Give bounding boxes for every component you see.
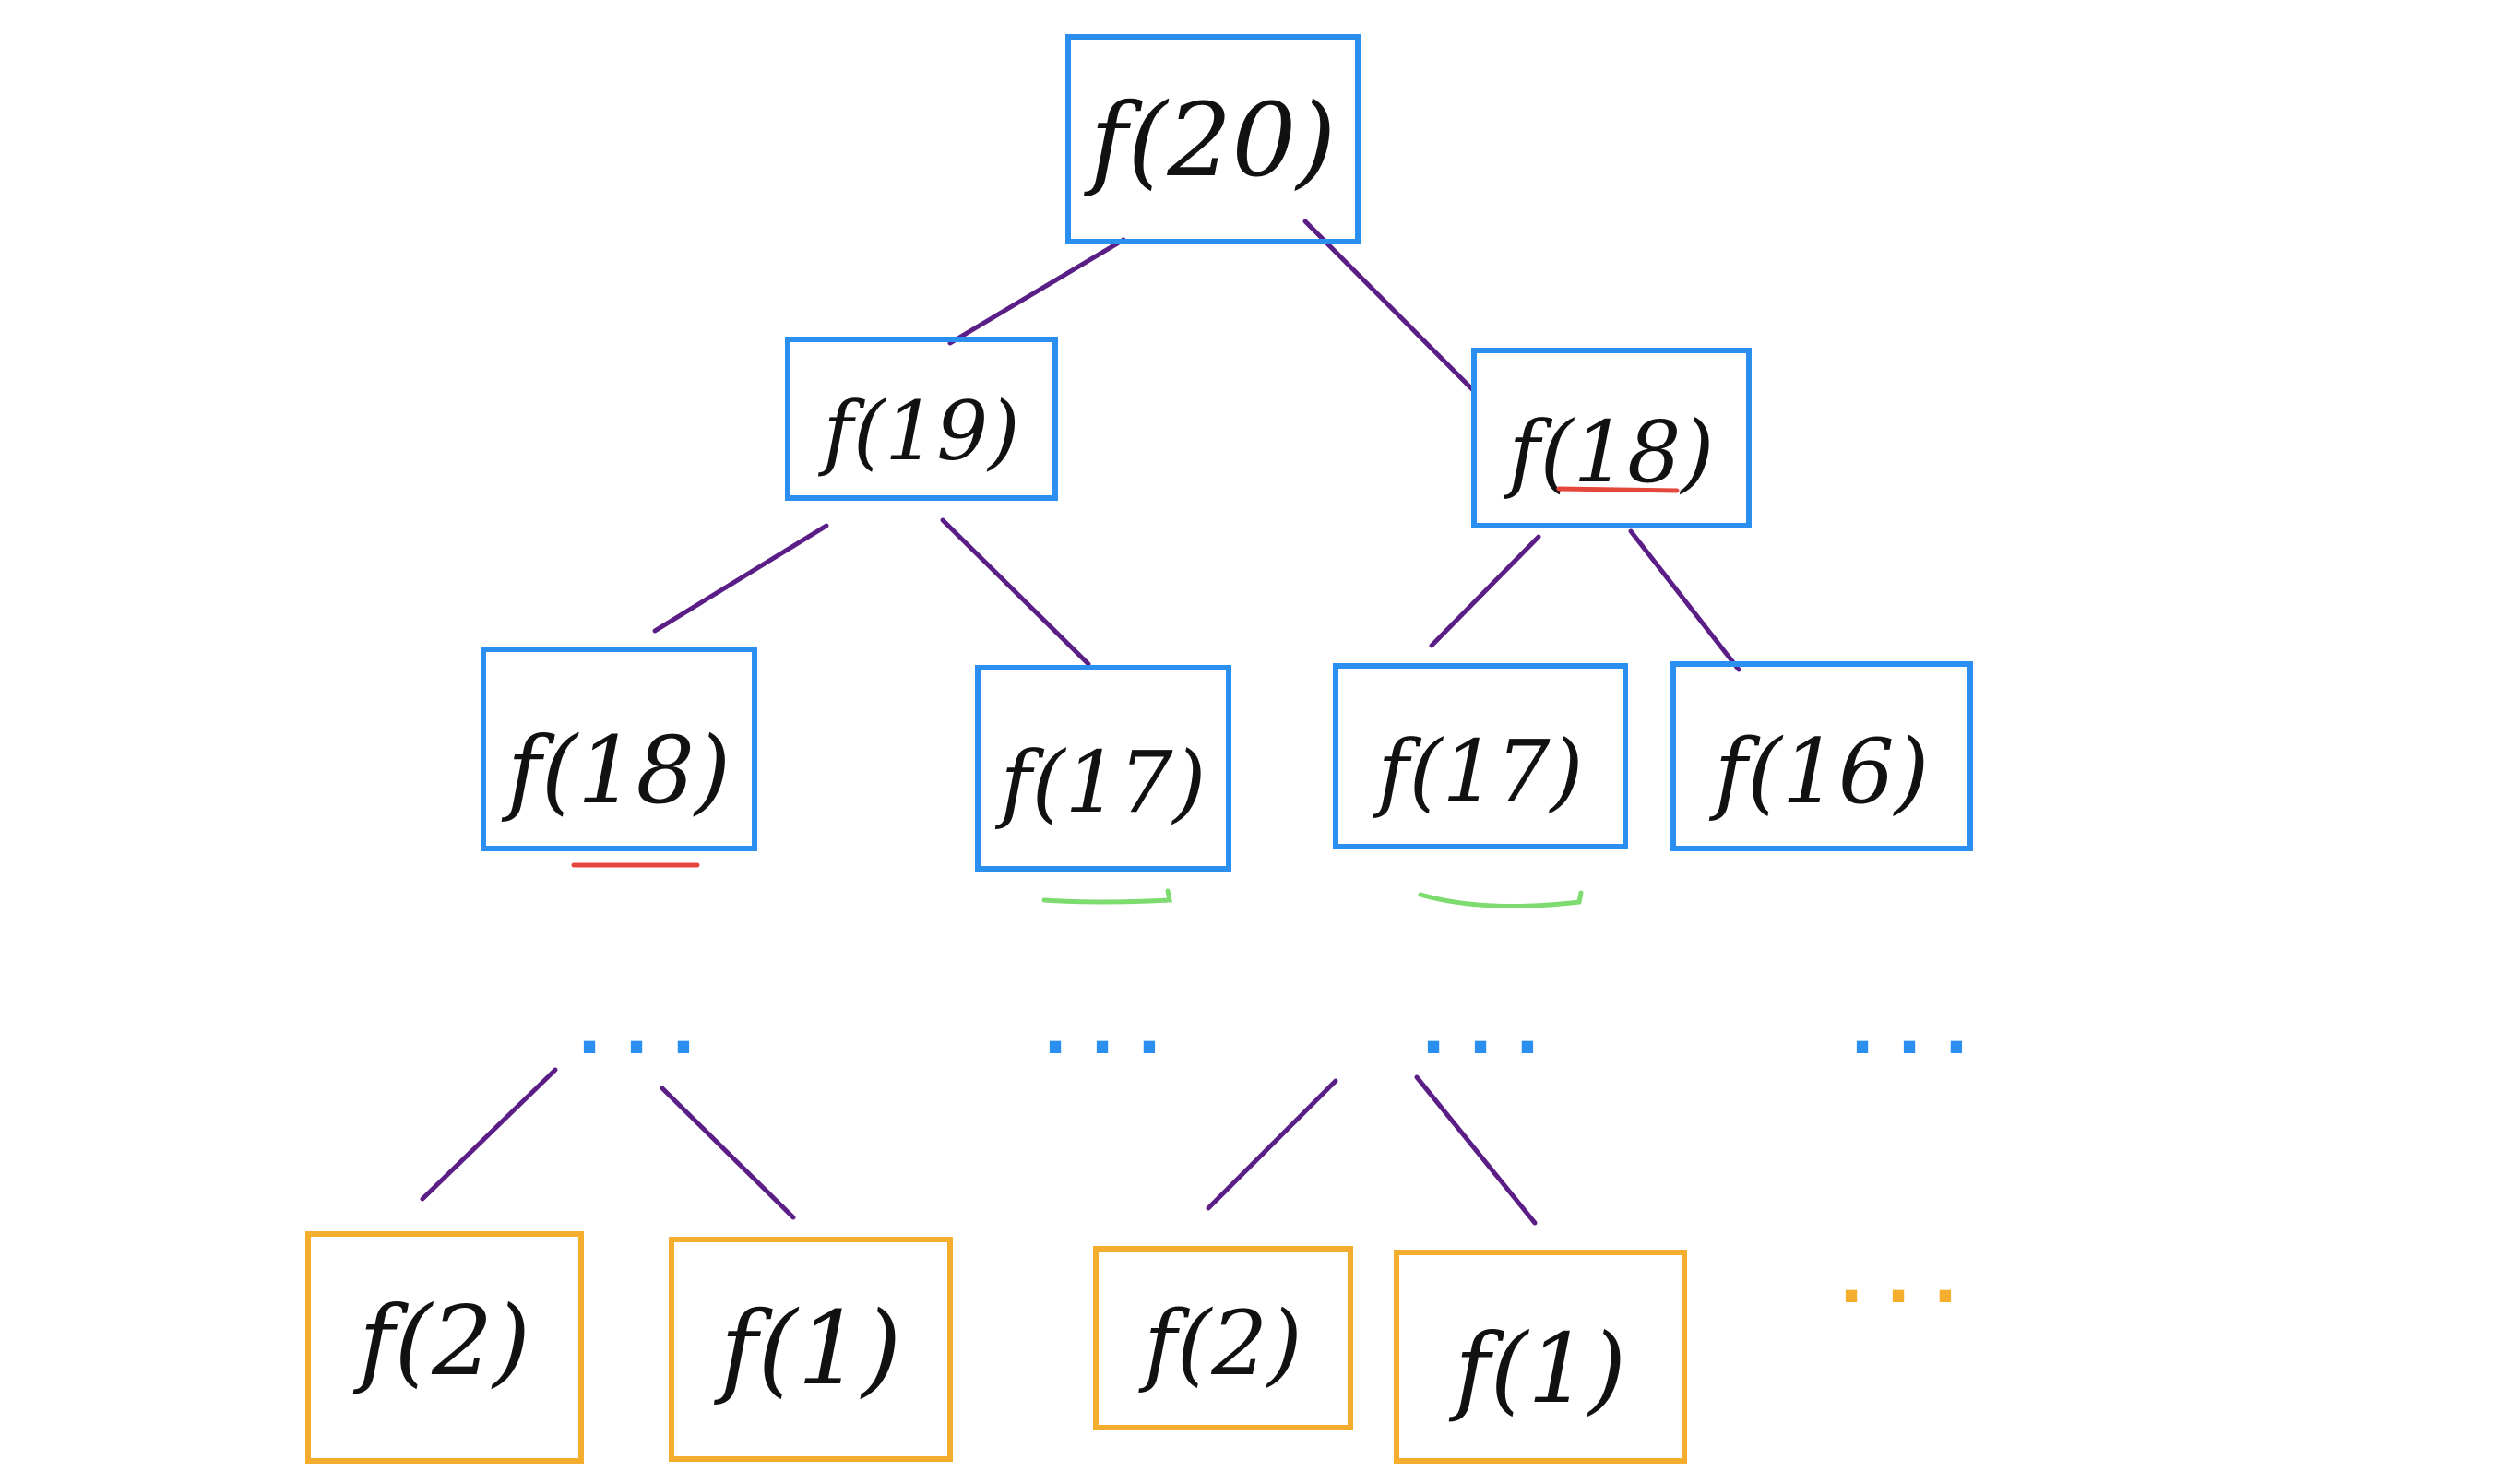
node-label-f18-right: f(18) (1504, 403, 1715, 502)
node-label-f20: f(20) (1084, 81, 1337, 199)
ellipsis-blue-2: · · · (1043, 1010, 1162, 1086)
underline-red-f18-right (1556, 486, 1680, 493)
ellipsis-blue-3: · · · (1421, 1010, 1540, 1086)
ellipsis-orange-5: · · · (1839, 1259, 1958, 1335)
edge-ellipsis-f1a (660, 1086, 796, 1220)
node-label-f1-left: f(1) (714, 1289, 902, 1407)
ellipsis-blue-4: · · · (1850, 1010, 1969, 1086)
node-box-f18-right (1471, 348, 1752, 528)
continuation-marks: · · · · · · · · · · · · · · · (577, 1010, 1969, 1335)
node-box-f17-right (1333, 663, 1628, 849)
node-box-f19 (785, 337, 1058, 501)
node-box-f16 (1670, 661, 1973, 851)
node-label-f17-right: f(17) (1373, 722, 1584, 821)
node-label-f2-right: f(2) (1138, 1292, 1302, 1395)
edge-f18-f17 (1429, 534, 1541, 648)
edge-f19-f17 (940, 517, 1091, 667)
node-labels: f(20) f(19) f(18) f(18) f(17) f(17) f(16… (352, 81, 1929, 1425)
node-box-f17-left (975, 665, 1231, 872)
edge-f18-f16 (1628, 528, 1741, 672)
edge-f19-f18 (652, 523, 829, 634)
node-box-f18-left (481, 647, 757, 851)
ellipsis-blue-1: · · · (577, 1010, 696, 1086)
node-label-f16: f(16) (1709, 720, 1930, 824)
node-box-f20 (1065, 34, 1361, 244)
node-label-f18-left: f(18) (501, 717, 731, 825)
edge-ellipsis-f2a (420, 1067, 558, 1202)
node-label-f1-right: f(1) (1448, 1312, 1626, 1425)
node-box-f1-left (669, 1237, 953, 1462)
edge-f20-f19 (947, 237, 1126, 346)
edge-ellipsis-f1b (1414, 1074, 1538, 1226)
node-label-f19: f(19) (817, 384, 1019, 479)
node-box-f1-right (1394, 1250, 1687, 1464)
repeat-underlines (571, 486, 1680, 908)
underline-green-f17-right (1418, 890, 1584, 908)
edge-f20-f18 (1302, 219, 1475, 392)
underline-green-f17-left (1041, 888, 1173, 905)
tree-edges (420, 219, 1741, 1226)
node-box-f2-left (305, 1231, 584, 1464)
node-label-f2-left: f(2) (352, 1285, 530, 1397)
tree-nodes (305, 34, 1973, 1464)
edge-ellipsis-f2b (1206, 1078, 1338, 1211)
node-label-f17-left: f(17) (995, 733, 1207, 832)
node-box-f2-right (1093, 1246, 1353, 1430)
